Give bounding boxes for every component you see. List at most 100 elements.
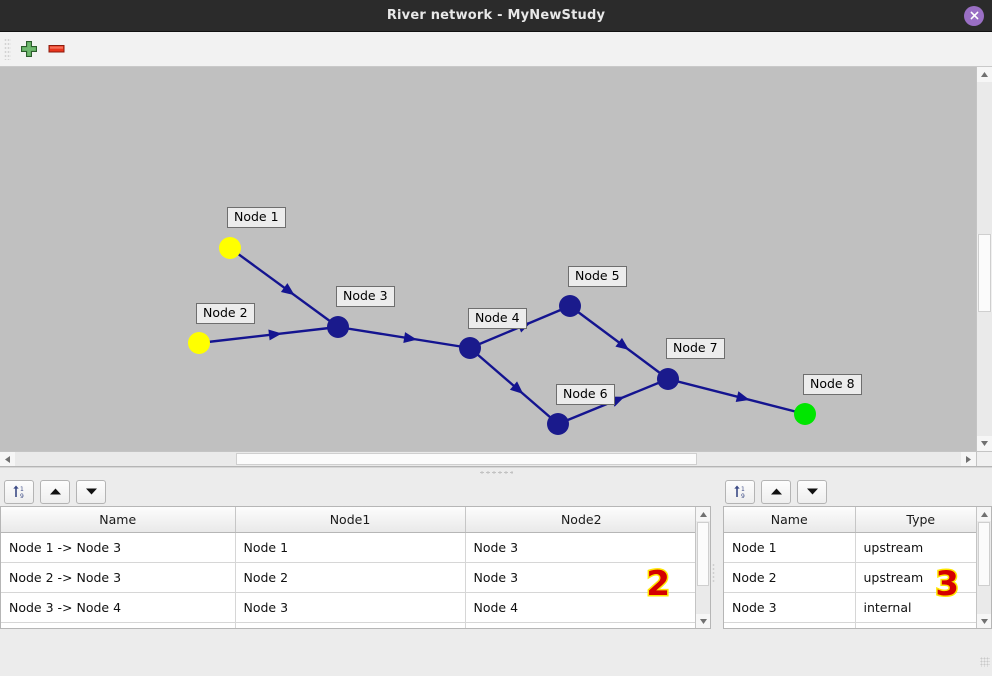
graph-node[interactable] (188, 332, 210, 354)
graph-node[interactable] (219, 237, 241, 259)
node-cell-type[interactable]: internal (855, 592, 976, 623)
reach-cell-node1[interactable]: Node 3 (235, 592, 466, 623)
node-cell-name[interactable]: Node 2 (724, 562, 856, 593)
graph-node-label[interactable]: Node 5 (568, 266, 627, 287)
vscroll-down-icon[interactable] (977, 436, 992, 451)
reaches-sort-button[interactable]: 1 9 (4, 479, 34, 504)
reach-cell-node2[interactable]: Node 4 (465, 592, 695, 623)
reaches-move-up-button[interactable] (40, 479, 70, 504)
triangle-down-glyph (699, 618, 707, 624)
graph-edge[interactable] (229, 247, 339, 328)
reaches-scroll-thumb[interactable] (697, 522, 709, 586)
canvas-vertical-scrollbar[interactable] (976, 67, 992, 451)
reaches-table-scrollbar[interactable] (695, 507, 710, 628)
graph-node[interactable] (327, 316, 349, 338)
hscroll-thumb[interactable] (236, 453, 697, 465)
triangle-down-icon (85, 488, 97, 495)
reach-cell-node2[interactable]: Node 3 (465, 532, 695, 563)
add-node-icon[interactable] (15, 36, 43, 62)
nodes-table-scrollbar[interactable] (976, 507, 991, 628)
network-graph[interactable]: Node 1 Node 2 Node 3 Node 4 Node 5 Node 6 Node… (0, 67, 976, 451)
window-resize-grip[interactable] (980, 657, 990, 667)
nodes-scroll-up-icon[interactable] (977, 507, 991, 521)
node-cell-name[interactable]: Node 1 (724, 532, 856, 563)
reaches-col-name[interactable]: Name (1, 507, 236, 533)
hscroll-left-icon[interactable] (0, 452, 15, 466)
close-icon[interactable] (964, 5, 984, 26)
reach-cell-node1[interactable]: Node 1 (235, 532, 466, 563)
reach-cell-node2[interactable]: Node 3 (465, 562, 695, 593)
nodes-sort-button[interactable]: 1 9 (725, 479, 755, 504)
nodes-col-name[interactable]: Name (724, 507, 856, 533)
graph-node-label[interactable]: Node 2 (196, 303, 255, 324)
nodes-move-up-button[interactable] (761, 479, 791, 504)
pane-divider-grip (711, 563, 715, 583)
graph-edge[interactable] (337, 325, 471, 350)
graph-node-label[interactable]: Node 3 (336, 286, 395, 307)
node-cell-type[interactable]: upstream (855, 562, 976, 593)
graph-node-label[interactable]: Node 7 (666, 338, 725, 359)
nodes-pane: 1 9 Name (715, 477, 992, 669)
vscroll-track-bottom[interactable] (977, 312, 992, 436)
reaches-scroll-up-icon[interactable] (696, 507, 710, 521)
canvas-horizontal-scrollbar[interactable] (0, 451, 976, 466)
graph-edge[interactable] (198, 325, 339, 345)
reach-cell-name[interactable]: Node 4 -> Node 5 (1, 622, 236, 628)
vscroll-track-top[interactable] (977, 82, 992, 234)
table-row[interactable]: Node 4internal (724, 622, 976, 628)
nodes-col-type[interactable]: Type (855, 507, 976, 533)
nodes-scroll-thumb[interactable] (978, 522, 990, 586)
svg-text:9: 9 (741, 493, 745, 499)
node-cell-type[interactable]: internal (855, 622, 976, 628)
reach-cell-name[interactable]: Node 1 -> Node 3 (1, 532, 236, 563)
toolbar-grip[interactable] (4, 38, 11, 60)
vscroll-thumb[interactable] (978, 234, 991, 312)
nodes-move-down-button[interactable] (797, 479, 827, 504)
reach-cell-name[interactable]: Node 2 -> Node 3 (1, 562, 236, 593)
graph-node[interactable] (657, 368, 679, 390)
reaches-move-down-button[interactable] (76, 479, 106, 504)
graph-node[interactable] (459, 337, 481, 359)
graph-node[interactable] (794, 403, 816, 425)
graph-node-label[interactable]: Node 6 (556, 384, 615, 405)
graph-node-label[interactable]: Node 8 (803, 374, 862, 395)
graph-node[interactable] (559, 295, 581, 317)
reaches-col-node2[interactable]: Node2 (465, 507, 695, 533)
vertical-pane-divider[interactable] (711, 477, 715, 669)
reach-cell-node1[interactable]: Node 4 (235, 622, 466, 628)
reaches-col-node1[interactable]: Node1 (235, 507, 466, 533)
remove-node-icon[interactable] (43, 36, 71, 62)
horizontal-splitter[interactable] (0, 467, 992, 477)
node-cell-name[interactable]: Node 4 (724, 622, 856, 628)
reach-cell-node2[interactable]: Node 5 (465, 622, 695, 628)
graph-edge[interactable] (667, 377, 806, 416)
reaches-pane-footer (0, 629, 711, 669)
reach-cell-name[interactable]: Node 3 -> Node 4 (1, 592, 236, 623)
reaches-toolbar: 1 9 (0, 477, 711, 506)
node-cell-name[interactable]: Node 3 (724, 592, 856, 623)
vscroll-up-icon[interactable] (977, 67, 992, 82)
reaches-table-header-row: Name Node1 Node2 (1, 507, 695, 533)
svg-text:1: 1 (741, 486, 745, 493)
graph-node-label[interactable]: Node 4 (468, 308, 527, 329)
triangle-down-glyph (980, 618, 988, 624)
node-cell-type[interactable]: upstream (855, 532, 976, 563)
hscroll-right-icon[interactable] (961, 452, 976, 466)
graph-node-label[interactable]: Node 1 (227, 207, 286, 228)
reach-cell-node1[interactable]: Node 2 (235, 562, 466, 593)
nodes-scroll-down-icon[interactable] (977, 614, 991, 628)
graph-node[interactable] (547, 413, 569, 435)
reaches-scroll-down-icon[interactable] (696, 614, 710, 628)
